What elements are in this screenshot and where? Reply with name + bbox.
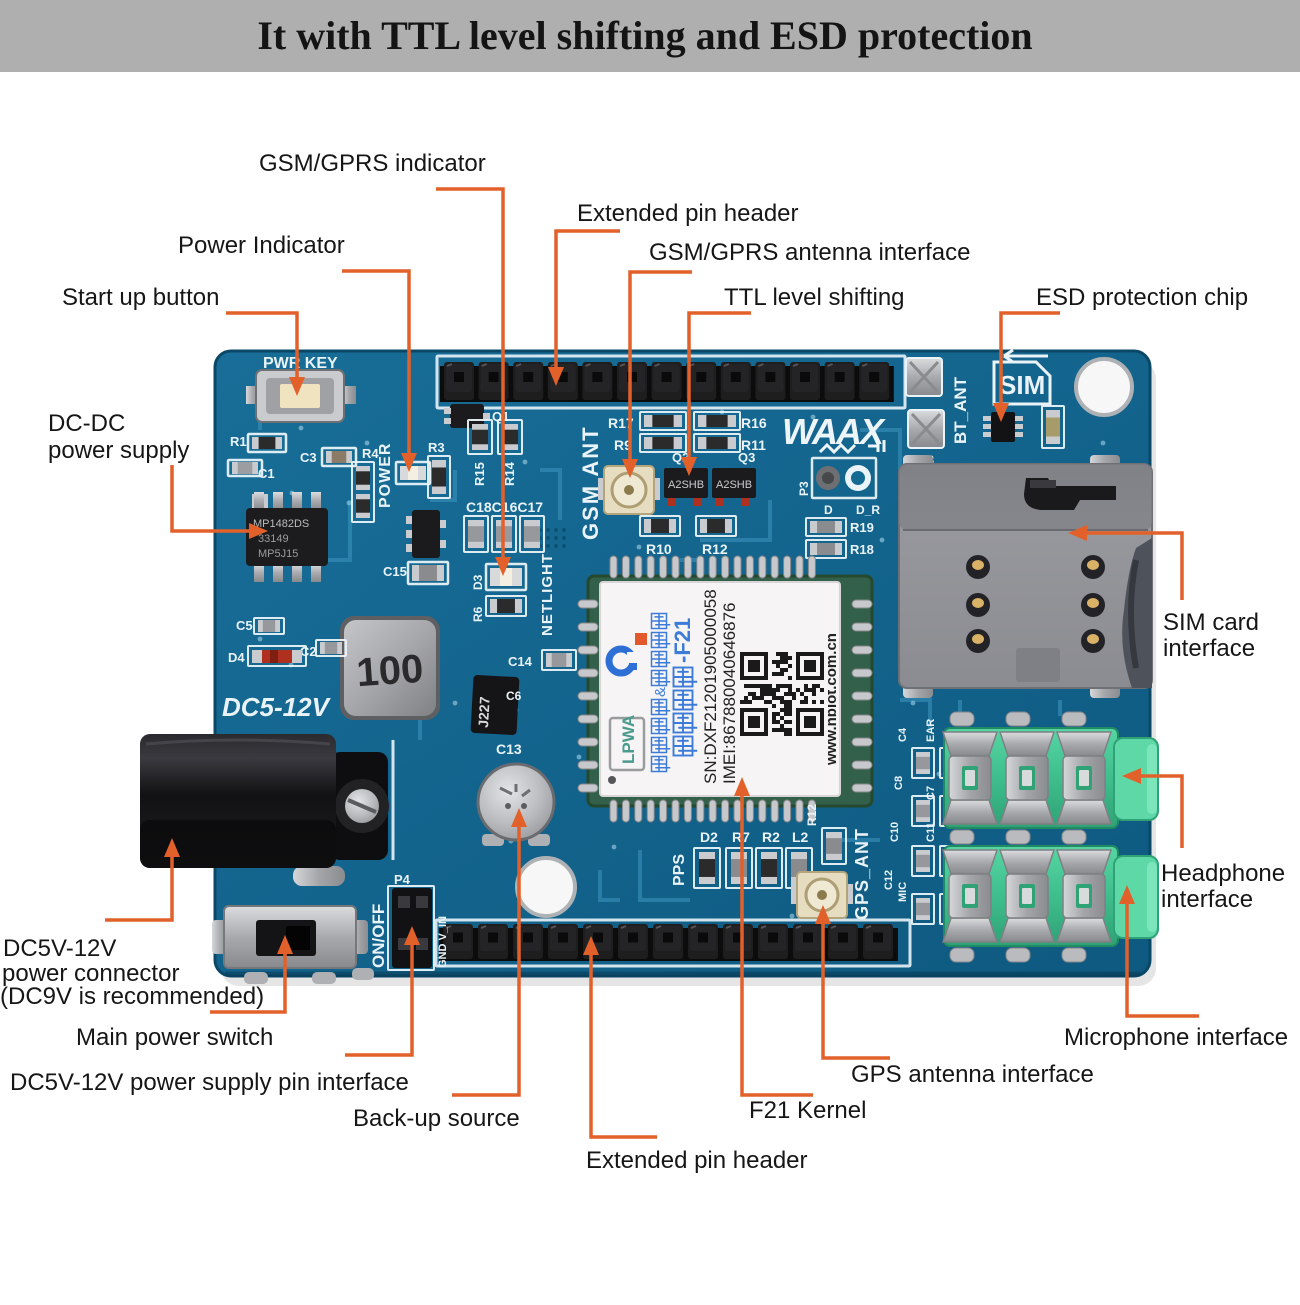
svg-text:P3: P3 bbox=[797, 481, 811, 496]
svg-text:(DC9V is recommended): (DC9V is recommended) bbox=[0, 983, 264, 1010]
svg-text:D3: D3 bbox=[471, 574, 485, 590]
svg-text:D2: D2 bbox=[700, 829, 718, 845]
svg-text:C7: C7 bbox=[925, 786, 937, 800]
svg-text:R14: R14 bbox=[502, 461, 517, 486]
svg-text:EAR: EAR bbox=[925, 719, 937, 742]
svg-text:NETLIGHT: NETLIGHT bbox=[539, 553, 556, 636]
svg-text:R12: R12 bbox=[805, 804, 819, 826]
svg-text:R6: R6 bbox=[471, 606, 485, 622]
svg-text:Headphone: Headphone bbox=[1161, 860, 1285, 887]
svg-text:C2: C2 bbox=[300, 644, 317, 659]
svg-text:Extended pin header: Extended pin header bbox=[586, 1147, 808, 1174]
svg-text:BT_ANT: BT_ANT bbox=[951, 376, 970, 444]
svg-text:C10: C10 bbox=[889, 822, 901, 842]
svg-text:TTL level shifting: TTL level shifting bbox=[724, 284, 905, 311]
svg-text:Main power switch: Main power switch bbox=[76, 1024, 273, 1051]
svg-text:POWER: POWER bbox=[377, 443, 394, 508]
svg-text:Microphone interface: Microphone interface bbox=[1064, 1024, 1288, 1051]
svg-text:C15: C15 bbox=[383, 564, 407, 579]
svg-text:L2: L2 bbox=[792, 829, 809, 845]
svg-text:IMEI:867880040646876: IMEI:867880040646876 bbox=[720, 603, 739, 785]
svg-text:interface: interface bbox=[1163, 635, 1255, 662]
svg-text:power connector: power connector bbox=[2, 960, 179, 987]
svg-text:Start up button: Start up button bbox=[62, 284, 219, 311]
svg-text:C11: C11 bbox=[925, 822, 937, 842]
svg-text:C13: C13 bbox=[496, 741, 522, 757]
svg-text:33149: 33149 bbox=[258, 533, 289, 545]
svg-text:Q1: Q1 bbox=[492, 409, 509, 424]
svg-text:Extended pin header: Extended pin header bbox=[577, 200, 799, 227]
svg-text:MIC: MIC bbox=[897, 882, 909, 902]
svg-text:C1: C1 bbox=[258, 466, 275, 481]
svg-text:C4: C4 bbox=[897, 727, 909, 742]
svg-text:P4: P4 bbox=[394, 872, 411, 887]
svg-text:DC5V-12V power supply pin inte: DC5V-12V power supply pin interface bbox=[10, 1069, 409, 1096]
svg-text:A2SHB: A2SHB bbox=[716, 479, 752, 491]
svg-text:C3: C3 bbox=[300, 450, 317, 465]
svg-text:R4: R4 bbox=[362, 446, 379, 461]
svg-text:power supply: power supply bbox=[48, 437, 189, 464]
svg-text:R11: R11 bbox=[741, 437, 766, 453]
svg-text:DC-DC: DC-DC bbox=[48, 410, 125, 437]
svg-text:R12: R12 bbox=[702, 541, 728, 557]
svg-text:R2: R2 bbox=[762, 829, 780, 845]
svg-text:R16: R16 bbox=[741, 415, 767, 431]
svg-text:GPS_ANT: GPS_ANT bbox=[852, 828, 872, 920]
svg-text:D: D bbox=[824, 503, 833, 517]
svg-text:R10: R10 bbox=[646, 541, 672, 557]
svg-text:R18: R18 bbox=[850, 542, 874, 557]
svg-text:D_R: D_R bbox=[856, 503, 880, 517]
svg-text:&: & bbox=[652, 687, 669, 697]
svg-text:SIM card: SIM card bbox=[1163, 609, 1259, 636]
svg-text:R3: R3 bbox=[428, 440, 445, 455]
svg-text:GSM/GPRS indicator: GSM/GPRS indicator bbox=[259, 150, 486, 177]
svg-text:R1: R1 bbox=[230, 434, 247, 449]
svg-text:DC5V-12V: DC5V-12V bbox=[3, 935, 116, 962]
svg-text:C6: C6 bbox=[506, 689, 522, 703]
svg-text:R19: R19 bbox=[850, 520, 874, 535]
svg-text:Q3: Q3 bbox=[738, 450, 755, 465]
svg-text:ON/OFF: ON/OFF bbox=[369, 904, 388, 968]
svg-text:It with TTL level shifting and: It with TTL level shifting and ESD prote… bbox=[257, 13, 1032, 58]
svg-text:C14: C14 bbox=[508, 654, 533, 669]
svg-text:MP1482DS: MP1482DS bbox=[253, 518, 309, 530]
svg-text:GSM/GPRS antenna interface: GSM/GPRS antenna interface bbox=[649, 239, 971, 266]
svg-text:D4: D4 bbox=[228, 650, 245, 665]
svg-text:PWR KEY: PWR KEY bbox=[263, 355, 338, 372]
svg-text:Power Indicator: Power Indicator bbox=[178, 232, 345, 259]
svg-text:R9: R9 bbox=[614, 437, 632, 453]
svg-text:F21 Kernel: F21 Kernel bbox=[749, 1097, 866, 1124]
svg-text:C8: C8 bbox=[893, 776, 905, 790]
svg-text:C12: C12 bbox=[883, 870, 895, 890]
svg-text:ESD protection chip: ESD protection chip bbox=[1036, 284, 1248, 311]
svg-text:PPS: PPS bbox=[671, 854, 688, 886]
svg-text:R15: R15 bbox=[472, 462, 487, 486]
svg-text:A2SHB: A2SHB bbox=[668, 479, 704, 491]
svg-text:C5: C5 bbox=[236, 618, 253, 633]
svg-text:GPS antenna interface: GPS antenna interface bbox=[851, 1061, 1094, 1088]
svg-text:Back-up source: Back-up source bbox=[353, 1105, 520, 1132]
svg-text:GND V_IN: GND V_IN bbox=[437, 916, 449, 968]
svg-text:interface: interface bbox=[1161, 886, 1253, 913]
svg-text:R17: R17 bbox=[608, 415, 634, 431]
svg-text:100: 100 bbox=[355, 647, 425, 696]
svg-text:SIM: SIM bbox=[999, 370, 1045, 400]
svg-text:SN:DXF21201905000058: SN:DXF21201905000058 bbox=[701, 589, 720, 784]
svg-text:LPWA: LPWA bbox=[619, 715, 638, 764]
svg-text:J227: J227 bbox=[475, 696, 493, 728]
svg-text:-F21: -F21 bbox=[670, 618, 695, 663]
svg-text:DC5-12V: DC5-12V bbox=[222, 692, 332, 722]
svg-text:MP5J15: MP5J15 bbox=[258, 548, 298, 560]
